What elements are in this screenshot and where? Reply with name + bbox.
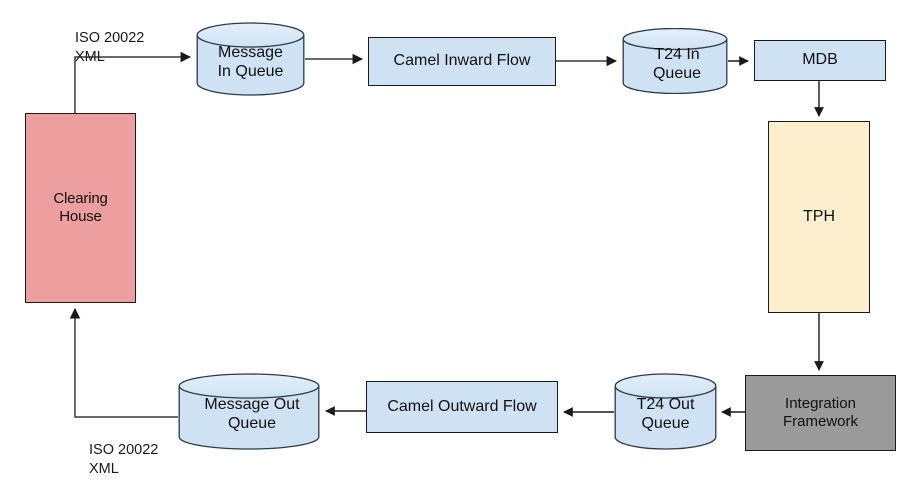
cylinder-shape-icon xyxy=(614,373,717,450)
edge-message-out-queue-to-clearing-house xyxy=(69,307,178,418)
node-t24-in-queue[interactable]: T24 In Queue xyxy=(622,28,728,94)
node-mdb[interactable]: MDB xyxy=(754,40,886,81)
node-mdb-label: MDB xyxy=(802,51,838,69)
node-tph-label: TPH xyxy=(803,207,835,225)
edge-label-iso20022-xml-inbound: ISO 20022 XML xyxy=(75,10,144,67)
edge-label-outbound-text: ISO 20022 XML xyxy=(89,441,159,477)
node-camel-outward-flow[interactable]: Camel Outward Flow xyxy=(366,381,558,433)
node-t24-out-queue-label: T24 Out Queue xyxy=(636,396,695,432)
node-t24-out-queue[interactable]: T24 Out Queue xyxy=(614,373,717,450)
node-message-out-queue[interactable]: Message Out Queue xyxy=(178,373,320,450)
node-message-in-queue-label: Message In Queue xyxy=(217,43,284,80)
cylinder-shape-icon xyxy=(178,373,320,450)
node-clearing-house-label: Clearing House xyxy=(53,190,108,225)
node-integration-framework-label: Integration Framework xyxy=(782,395,858,430)
node-t24-in-queue-label: T24 In Queue xyxy=(652,45,702,82)
node-integration-framework[interactable]: Integration Framework xyxy=(745,375,896,451)
cylinder-shape-icon xyxy=(196,22,305,96)
node-camel-outward-flow-label: Camel Outward Flow xyxy=(387,397,537,415)
node-camel-inward-flow[interactable]: Camel Inward Flow xyxy=(368,37,556,86)
edge-label-iso20022-xml-outbound: ISO 20022 XML xyxy=(89,422,158,479)
edge-label-inbound-text: ISO 20022 XML xyxy=(75,29,145,65)
node-message-out-queue-label: Message Out Queue xyxy=(204,396,300,432)
node-tph[interactable]: TPH xyxy=(768,121,870,313)
node-message-in-queue[interactable]: Message In Queue xyxy=(196,22,305,96)
node-clearing-house[interactable]: Clearing House xyxy=(25,113,136,303)
cylinder-shape-icon xyxy=(622,28,728,94)
node-camel-inward-flow-label: Camel Inward Flow xyxy=(393,52,531,70)
